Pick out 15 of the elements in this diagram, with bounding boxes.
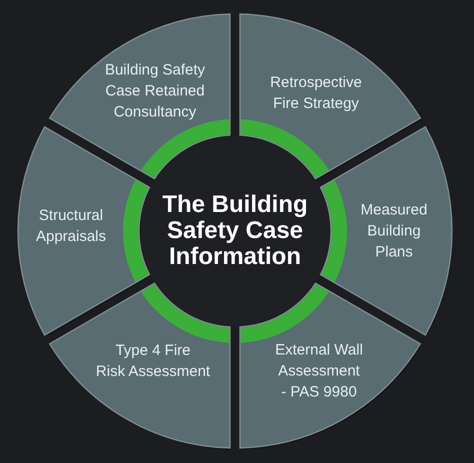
segment-label: External Wall Assessment - PAS 9980 bbox=[275, 340, 363, 402]
ring-arc bbox=[238, 284, 330, 343]
ring-arc bbox=[140, 119, 232, 178]
segment-label: Structural Appraisals bbox=[36, 206, 106, 247]
segment-label: Building Safety Case Retained Consultancy bbox=[104, 60, 206, 122]
segment-label: Measured Building Plans bbox=[360, 200, 428, 262]
ring-arc bbox=[140, 284, 232, 343]
ring-arc bbox=[321, 178, 347, 284]
ring-segment bbox=[239, 282, 423, 450]
segment-label: Retrospective Fire Strategy bbox=[270, 73, 362, 114]
ring-arc bbox=[238, 119, 330, 178]
ring-arc bbox=[123, 178, 149, 284]
hub-label: The Building Safety Case Information bbox=[162, 192, 308, 270]
segment-label: Type 4 Fire Risk Assessment bbox=[96, 341, 210, 382]
ring-segment bbox=[17, 125, 152, 338]
